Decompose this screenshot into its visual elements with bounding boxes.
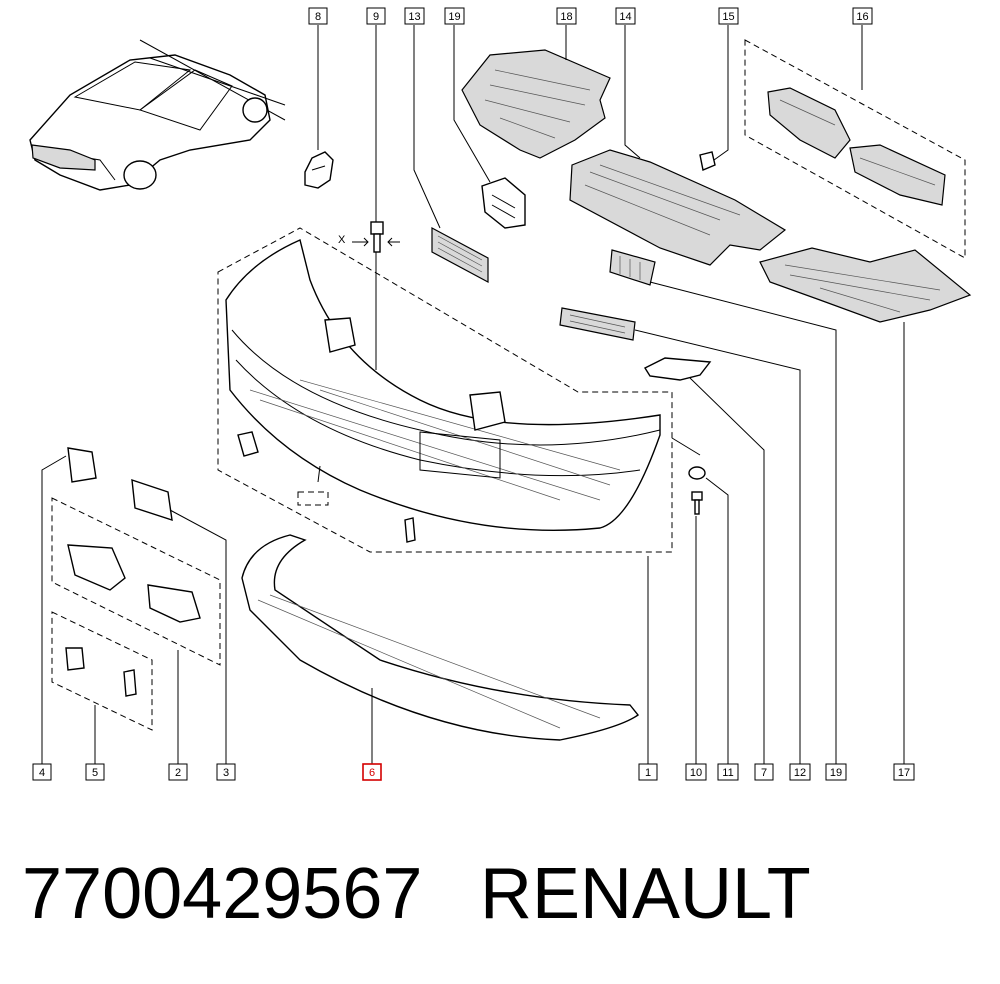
callout-11[interactable]: 11 (717, 763, 739, 781)
part-4-clip (67, 447, 97, 483)
callout-19-bottom[interactable]: 19 (825, 763, 847, 781)
callout-2[interactable]: 2 (168, 763, 188, 781)
callout-9[interactable]: 9 (366, 7, 386, 25)
part-15-screw (699, 151, 716, 171)
svg-text:8: 8 (315, 11, 321, 23)
callout-15[interactable]: 15 (718, 7, 739, 25)
svg-text:6: 6 (369, 767, 375, 779)
svg-text:17: 17 (898, 767, 910, 779)
part-5-clips (51, 611, 153, 731)
svg-text:11: 11 (722, 767, 733, 779)
part-18-upper-shield (461, 49, 611, 159)
part-3-clip (131, 478, 173, 522)
leader-lines (41, 25, 905, 765)
callout-3[interactable]: 3 (216, 763, 236, 781)
svg-text:5: 5 (92, 767, 98, 779)
svg-text:15: 15 (722, 11, 734, 23)
part-number: 7700429567 (22, 854, 423, 934)
part-9-screw: X (338, 221, 400, 253)
svg-text:4: 4 (39, 767, 45, 779)
svg-text:13: 13 (408, 11, 420, 23)
part-12-grille-strip (559, 307, 636, 341)
svg-text:2: 2 (175, 767, 181, 779)
svg-text:7: 7 (761, 767, 767, 779)
callout-10[interactable]: 10 (685, 763, 707, 781)
part-16-deflectors (744, 39, 966, 259)
brand-name: RENAULT (480, 854, 811, 934)
svg-text:10: 10 (690, 767, 702, 779)
part-7-bracket (643, 357, 712, 381)
svg-text:1: 1 (645, 767, 651, 779)
callout-12[interactable]: 12 (789, 763, 811, 781)
part-6-lower-spoiler (241, 534, 640, 741)
callout-7[interactable]: 7 (754, 763, 774, 781)
callout-18[interactable]: 18 (556, 7, 577, 25)
part-1-bumper (217, 227, 673, 553)
callout-1[interactable]: 1 (638, 763, 658, 781)
svg-text:19: 19 (830, 767, 842, 779)
x-marker: X (338, 234, 346, 246)
svg-text:18: 18 (560, 11, 572, 23)
part-19-bracket-top (481, 177, 526, 229)
svg-text:12: 12 (794, 767, 806, 779)
part-10-11-fasteners (688, 466, 706, 515)
svg-text:14: 14 (619, 11, 631, 23)
callout-4[interactable]: 4 (32, 763, 52, 781)
part-2-fog-covers (51, 497, 221, 666)
callout-13[interactable]: 13 (404, 7, 425, 25)
exploded-parts-diagram: X (29, 7, 972, 781)
callout-6[interactable]: 6 (362, 763, 382, 781)
car-thumbnail (29, 39, 286, 191)
svg-text:9: 9 (373, 11, 379, 23)
svg-text:16: 16 (856, 11, 868, 23)
callout-14[interactable]: 14 (615, 7, 636, 25)
callout-17[interactable]: 17 (893, 763, 915, 781)
part-19-grille-right (609, 249, 656, 286)
svg-text:3: 3 (223, 767, 229, 779)
part-14-under-tray (569, 149, 787, 266)
part-17-lower-shield (759, 247, 972, 323)
callout-5[interactable]: 5 (85, 763, 105, 781)
svg-text:19: 19 (448, 11, 460, 23)
callout-8[interactable]: 8 (308, 7, 328, 25)
part-13-grille-insert (431, 226, 489, 284)
callout-19-top[interactable]: 19 (444, 7, 465, 25)
part-8-clip (304, 151, 334, 189)
callout-16[interactable]: 16 (852, 7, 873, 25)
